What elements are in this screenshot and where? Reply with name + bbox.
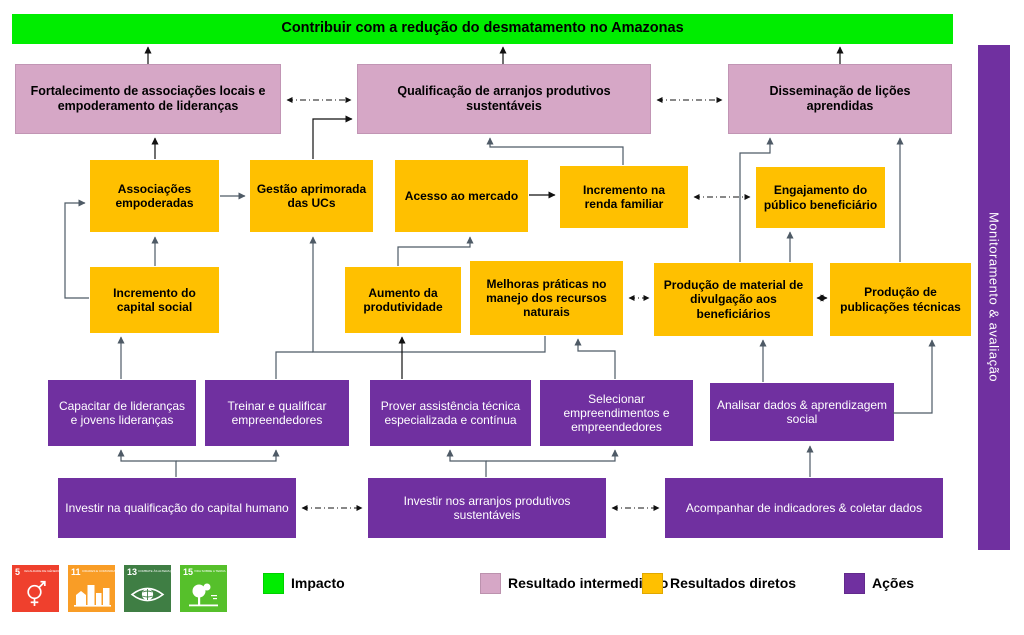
legend-swatch-resultados-diretos (642, 572, 663, 594)
monitoring-label: Monitoramento & avaliação (986, 212, 1002, 383)
action-analisar-dados: Analisar dados & aprendizagem social (710, 383, 894, 441)
action-investir-capital-humano: Investir na qualificação do capital huma… (58, 478, 296, 538)
legend-resultados-diretos: Resultados diretos (642, 572, 796, 594)
box-label: Aumento da produtividade (363, 285, 443, 314)
box-label: Produção de material de divulgação aos b… (663, 278, 804, 321)
direct-result-producao-publicacoes: Produção de publicações técnicas (830, 263, 971, 336)
sdg-number: 11 (71, 567, 81, 577)
box-label: Acesso ao mercado (404, 188, 519, 203)
eye-globe-glyph (130, 587, 165, 602)
legend-label: Ações (872, 575, 915, 591)
gender-symbol-glyph (27, 580, 46, 606)
sdg-5-gender-equality-icon: 5 IGUALDADE DE GÊNERO (12, 565, 59, 612)
intermediate-result-disseminacao-licoes: Disseminação de lições aprendidas (728, 64, 952, 134)
box-label: Investir na qualificação do capital huma… (65, 500, 289, 515)
sdg-11-sustainable-cities-icon: 11 CIDADES E COMUNIDADES SUSTENTÁVEIS (68, 565, 115, 612)
tree-glyph (189, 583, 218, 607)
box-label: Incremento do capital social (113, 285, 196, 314)
box-label: Fortalecimento de associações locais e e… (30, 84, 266, 113)
sdg-title: VIDA SOBRE A TERRA (194, 569, 226, 573)
action-capacitar-liderancas: Capacitar de lideranças e jovens lideran… (48, 380, 196, 446)
box-label: Gestão aprimorada das UCs (256, 181, 367, 210)
intermediate-result-fortalecimento: Fortalecimento de associações locais e e… (15, 64, 281, 134)
sdg-number: 13 (127, 567, 137, 577)
direct-result-melhoras-praticas-manejo: Melhoras práticas no manejo dos recursos… (470, 261, 623, 335)
box-label: Associações empoderadas (115, 181, 194, 210)
sdg-title: CIDADES E COMUNIDADES SUSTENTÁVEIS (82, 569, 115, 573)
impact-bar: Contribuir com a redução do desmatamento… (12, 14, 953, 44)
box-label: Treinar e qualificar empreendedores (227, 398, 327, 427)
sdg-number: 5 (15, 567, 20, 577)
box-label: Capacitar de lideranças e jovens lideran… (58, 398, 186, 427)
direct-result-incremento-renda: Incremento na renda familiar (560, 166, 688, 228)
action-prover-assistencia: Prover assistência técnica especializada… (370, 380, 531, 446)
buildings-glyph (74, 585, 111, 607)
box-label: Acompanhar de indicadores & coletar dado… (685, 500, 923, 515)
legend-swatch-impacto (263, 572, 284, 594)
sdg-number: 15 (183, 567, 193, 577)
action-acompanhar-indicadores: Acompanhar de indicadores & coletar dado… (665, 478, 943, 538)
box-label: Analisar dados & aprendizagem social (716, 397, 888, 426)
direct-result-incremento-capital-social: Incremento do capital social (90, 267, 219, 333)
box-label: Melhoras práticas no manejo dos recursos… (486, 276, 607, 320)
sdg-title: COMBATE ÀS ALTERAÇÕES CLIMÁTICAS (138, 568, 171, 573)
box-label: Produção de publicações técnicas (840, 285, 961, 314)
sdg-15-life-on-land-icon: 15 VIDA SOBRE A TERRA (180, 565, 227, 612)
legend-acoes: Ações (844, 572, 914, 594)
impact-label: Contribuir com a redução do desmatamento… (281, 20, 684, 37)
box-label: Incremento na renda familiar (582, 182, 666, 211)
direct-result-producao-material-divulgacao: Produção de material de divulgação aos b… (654, 263, 813, 336)
sdg-13-climate-action-icon: 13 COMBATE ÀS ALTERAÇÕES CLIMÁTICAS (124, 565, 171, 612)
box-label: Selecionar empreendimentos e empreendedo… (563, 391, 670, 435)
legend-label: Resultados diretos (670, 575, 797, 591)
legend-label: Resultado intermediário (508, 575, 669, 591)
box-label: Qualificação de arranjos produtivos sust… (397, 84, 611, 113)
legend-swatch-resultado-intermediario (480, 572, 501, 594)
legend-swatch-acoes (844, 572, 865, 594)
intermediate-result-qualificacao-arranjos: Qualificação de arranjos produtivos sust… (357, 64, 651, 134)
direct-result-aumento-produtividade: Aumento da produtividade (345, 267, 461, 333)
legend-impacto: Impacto (263, 572, 345, 594)
legend-resultado-intermediario: Resultado intermediário (480, 572, 668, 594)
box-label: Investir nos arranjos produtivos sustent… (403, 493, 571, 522)
box-label: Disseminação de lições aprendidas (769, 84, 911, 113)
direct-result-acesso-mercado: Acesso ao mercado (395, 160, 528, 232)
action-investir-arranjos: Investir nos arranjos produtivos sustent… (368, 478, 606, 538)
box-label: Prover assistência técnica especializada… (380, 398, 521, 427)
legend-label: Impacto (291, 575, 345, 591)
direct-result-associacoes-empoderadas: Associações empoderadas (90, 160, 219, 232)
direct-result-gestao-aprimorada-ucs: Gestão aprimorada das UCs (250, 160, 373, 232)
direct-result-engajamento-publico: Engajamento do público beneficiário (756, 167, 885, 228)
action-selecionar-empreendimentos: Selecionar empreendimentos e empreendedo… (540, 380, 693, 446)
sdg-title: IGUALDADE DE GÊNERO (24, 568, 59, 573)
monitoring-evaluation-bar: Monitoramento & avaliação (978, 45, 1010, 550)
action-treinar-empreendedores: Treinar e qualificar empreendedores (205, 380, 349, 446)
box-label: Engajamento do público beneficiário (763, 183, 878, 212)
